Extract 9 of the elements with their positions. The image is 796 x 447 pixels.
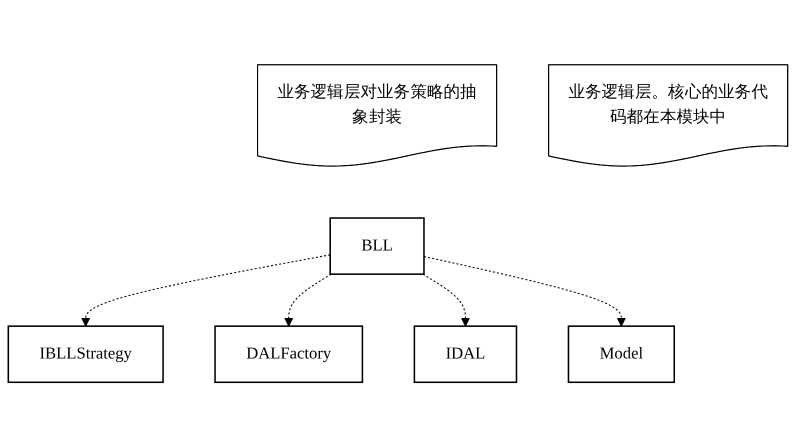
node-box: IBLLStrategy xyxy=(8,325,164,384)
node-box: Model xyxy=(568,325,676,384)
arrow xyxy=(422,274,470,327)
arrow xyxy=(284,274,332,327)
arrow xyxy=(424,256,626,327)
arrow xyxy=(81,254,330,327)
node-box: BLL xyxy=(329,217,425,275)
node-box: IDAL xyxy=(414,325,518,384)
node-box: DALFactory xyxy=(214,325,364,384)
